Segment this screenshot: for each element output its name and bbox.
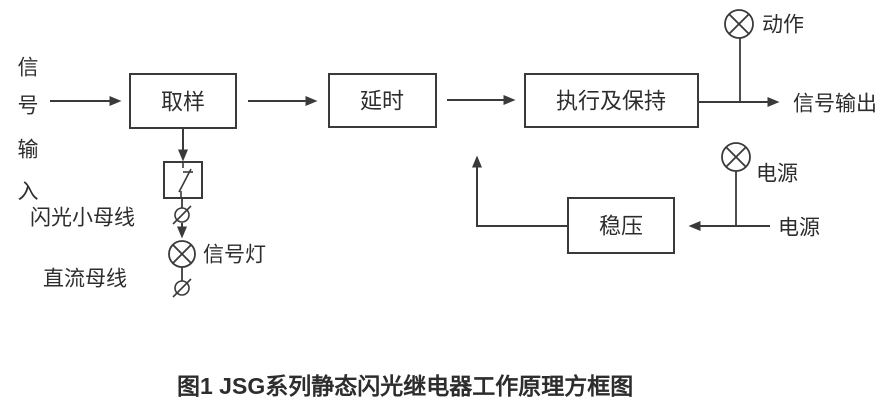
flash-bus-label: 闪光小母线 (30, 207, 135, 230)
signal-lamp-branch: 信号灯 闪光小母线 直流母线 (30, 128, 266, 298)
delay-box (328, 73, 437, 128)
power-lamp-label: 电源 (756, 163, 798, 186)
delay-box-label: 延时 (360, 89, 404, 114)
signal-input-char-2: 号 (18, 95, 39, 118)
execute-hold-box-label: 执行及保持 (556, 89, 666, 114)
signal-input-char-3: 输 (18, 139, 39, 162)
signal-lamp-icon (168, 240, 196, 268)
power-branch: 电源 电源 稳压 (472, 142, 820, 254)
figure-caption: 图1 JSG系列静态闪光继电器工作原理方框图 (177, 373, 633, 399)
execute-hold-box (524, 73, 699, 128)
signal-input-label: 信 号 输 入 (18, 57, 39, 204)
power-lamp-icon (721, 142, 751, 172)
action-lamp-label: 动作 (762, 14, 804, 37)
voltage-regulator-box (567, 197, 675, 254)
signal-input-char-1: 信 (18, 57, 39, 80)
sampling-box-label: 取样 (161, 90, 205, 115)
dc-bus-label: 直流母线 (43, 268, 127, 291)
signal-output-label: 信号输出 (793, 93, 877, 116)
voltage-regulator-box-label: 稳压 (599, 214, 643, 239)
signal-lamp-label: 信号灯 (203, 244, 266, 267)
output-branch: 动作 信号输出 (698, 9, 877, 116)
signal-input-char-4: 入 (18, 181, 39, 204)
arrow-regulator-to-execute (472, 155, 568, 227)
dc-bus-terminal-icon (172, 278, 192, 298)
normally-open-contact-icon (178, 162, 193, 198)
power-source-label: 电源 (778, 217, 820, 240)
action-lamp-icon (724, 9, 754, 39)
flash-bus-terminal-icon (172, 205, 192, 225)
